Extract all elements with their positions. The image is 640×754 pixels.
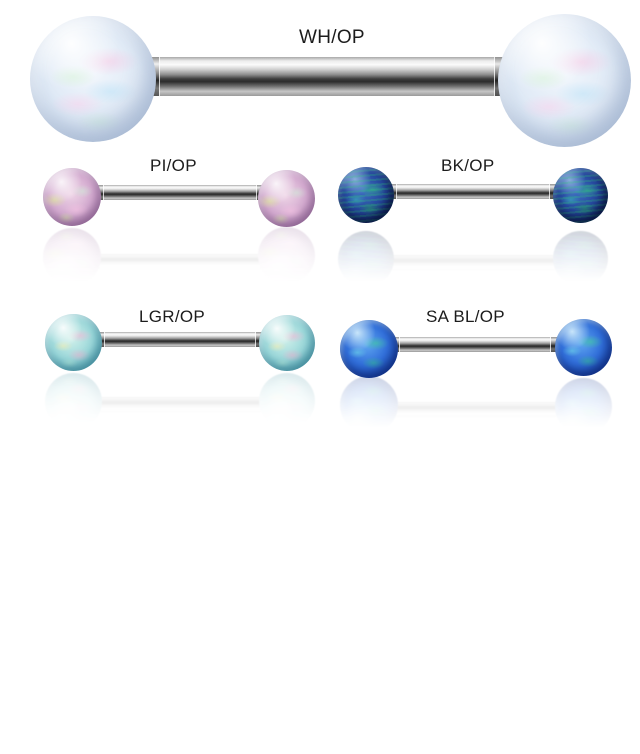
opal-ball-left (338, 167, 394, 223)
variant-code-label: LGR/OP (139, 307, 206, 326)
opal-ball-right (555, 319, 612, 376)
barbell-black-opal: BK/OP (338, 156, 608, 287)
barbell-sapphire-blue-opal: SA BL/OP (340, 307, 612, 435)
opal-ball-right (498, 14, 631, 147)
shaft-collar-right (551, 337, 557, 352)
variant-code-label: BK/OP (441, 156, 495, 175)
barbell-shaft (98, 332, 262, 347)
product-image-collage: WH/OP PI/OP BK/OP (30, 14, 631, 435)
variant-code-label: SA BL/OP (426, 307, 505, 326)
barbell-graphic (338, 167, 608, 223)
opal-ball-left (340, 320, 398, 378)
opal-ball-right (553, 168, 608, 223)
barbell-graphic (43, 168, 315, 227)
variant-code-label: PI/OP (150, 156, 197, 175)
opal-ball-right (258, 170, 315, 227)
barbell-shaft (97, 185, 263, 200)
barbell-light-green-opal: LGR/OP (45, 307, 315, 430)
barbell-shaft (149, 57, 505, 96)
barbell-graphic (45, 314, 315, 371)
opal-ball-left (30, 16, 156, 142)
barbell-shaft (390, 184, 556, 199)
barbell-graphic (30, 14, 631, 147)
barbell-pink-opal: PI/OP (43, 156, 315, 286)
opal-ball-left (43, 168, 101, 226)
opal-ball-right (259, 315, 315, 371)
opal-ball-left (45, 314, 102, 371)
barbell-graphic (340, 319, 612, 378)
barbell-shaft (393, 337, 557, 352)
barbell-white-opal: WH/OP (30, 14, 631, 147)
variant-code-label: WH/OP (299, 27, 365, 48)
